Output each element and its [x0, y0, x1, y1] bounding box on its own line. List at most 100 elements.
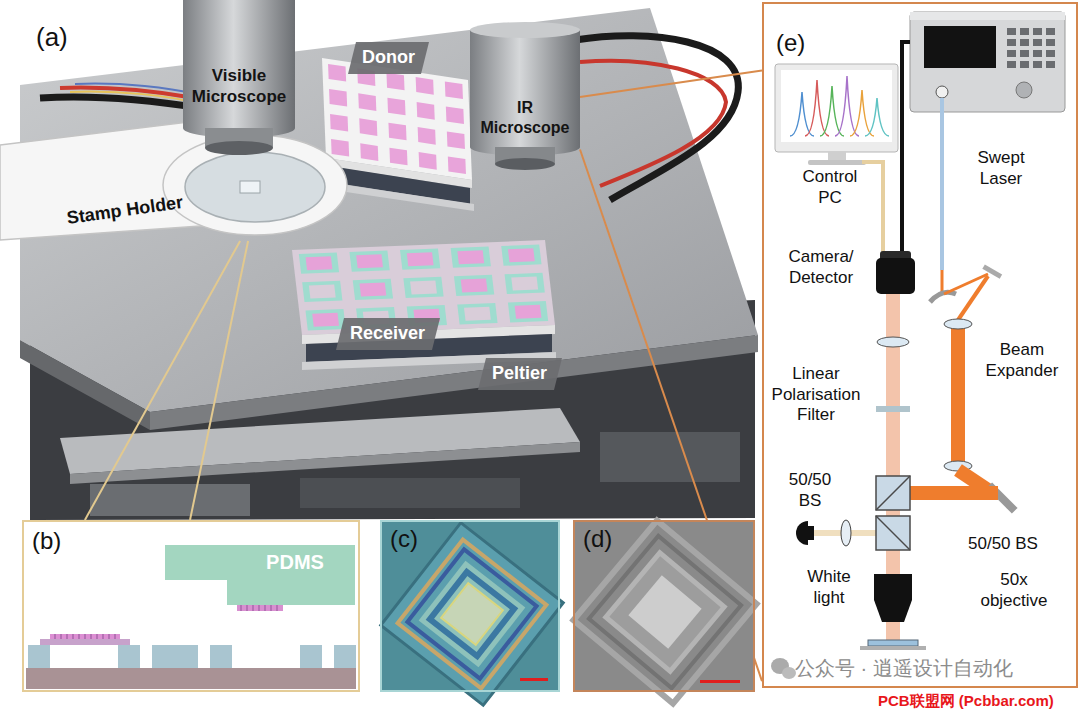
donor-chip — [328, 64, 346, 82]
figure-panel-shape — [114, 634, 116, 639]
figure-panel-shape — [930, 292, 956, 302]
figure-panel-shape — [334, 645, 356, 668]
figure-panel-shape — [808, 160, 866, 165]
receiver-chip — [454, 275, 494, 296]
stage-base — [300, 478, 520, 508]
donor-chip — [416, 77, 434, 95]
receiver-chip — [457, 303, 497, 324]
figure-panel-shape — [902, 42, 910, 254]
figure-panel-shape — [1033, 39, 1042, 46]
donor-chip — [419, 152, 437, 170]
figure-panel-shape — [118, 645, 140, 668]
tag-text: Peltier — [478, 358, 561, 390]
figure-panel-shape — [152, 645, 198, 668]
donor-chip — [446, 106, 464, 124]
donor-chip — [360, 143, 378, 161]
label-tag-shape — [336, 318, 440, 350]
figure-panel-shape — [210, 645, 232, 668]
stamp-holder-shape — [163, 135, 347, 235]
receiver-chip — [292, 240, 556, 370]
donor-chip — [387, 98, 405, 116]
panel-label: (a) — [36, 22, 68, 54]
figure-panel-shape — [419, 561, 526, 668]
text-slot: Camera/ Detector — [774, 247, 868, 288]
node-text: (e) — [776, 28, 826, 57]
figure-panel-shape — [835, 76, 859, 136]
cable — [70, 92, 196, 103]
receiver-chip — [451, 247, 491, 268]
node-text: Swept Laser — [960, 148, 1042, 189]
node-text: Visible Microscope — [183, 66, 295, 107]
donor-chip — [329, 89, 347, 107]
text-slot: (e) — [776, 28, 826, 57]
microscope-objective-shape — [470, 22, 580, 172]
figure-panel-shape — [102, 634, 104, 639]
label-tag-shape — [348, 42, 429, 74]
figure-panel-shape — [782, 667, 796, 679]
figure-panel: (c) — [380, 520, 560, 692]
figure-panel-shape — [1007, 50, 1016, 57]
figure-panel-shape — [775, 64, 898, 152]
text-slot: White light — [794, 567, 864, 608]
figure-panel-shape — [850, 90, 874, 136]
donor-chip — [330, 114, 348, 132]
stage-base — [600, 432, 740, 482]
text-slot: (b) — [32, 526, 76, 555]
figure-panel-shape — [628, 575, 701, 648]
figure-panel-shape — [876, 516, 910, 550]
figure-panel-shape — [381, 523, 563, 705]
figure-panel-shape — [1046, 39, 1055, 46]
figure-panel-shape — [1033, 28, 1042, 35]
node-text: PDMS — [235, 550, 355, 574]
figure-panel-shape — [441, 583, 503, 645]
stamp-holder-shape — [185, 152, 325, 222]
figure-panel-shape — [237, 605, 283, 611]
figure-panel-shape — [1046, 28, 1055, 35]
donor-chip — [358, 93, 376, 111]
label-slot: (a) — [36, 22, 68, 54]
receiver-chip — [410, 280, 437, 294]
microscope-objective-shape — [205, 141, 273, 155]
text-slot: Linear Polarisation Filter — [766, 364, 866, 426]
figure-panel-shape — [573, 520, 756, 703]
watermark: PCB联盟网 (Pcbbar.com) — [878, 692, 1054, 710]
stamp-holder-shape — [0, 95, 350, 241]
text-slot: 50x objective — [968, 570, 1060, 611]
figure-panel: (e)Control PCSwept LaserCamera/ Detector… — [762, 2, 1078, 688]
figure-panel-shape — [1007, 61, 1016, 68]
figure-panel-shape — [944, 319, 972, 329]
figure-panel-shape — [874, 574, 912, 622]
label-tag: Peltier — [478, 358, 562, 390]
receiver-chip — [312, 313, 339, 327]
figure-panel-shape — [763, 3, 1077, 687]
text-slot: Stamp Holder — [30, 200, 220, 222]
microscope-objective-shape — [183, 0, 295, 128]
microscope-objective-shape — [470, 22, 580, 38]
figure-panel-shape — [876, 476, 910, 510]
receiver-chip — [461, 278, 488, 292]
tag-text: Donor — [348, 42, 429, 74]
node-text: (c) — [390, 524, 434, 553]
cable — [75, 84, 196, 94]
node-text: Linear Polarisation Filter — [766, 364, 866, 426]
figure-panel-shape — [1033, 50, 1042, 57]
label-tag: Receiver — [336, 318, 440, 350]
figure-panel-shape — [276, 605, 278, 611]
stage-plate — [20, 8, 758, 430]
donor-chip — [417, 102, 435, 120]
figure-panel-shape — [940, 98, 944, 270]
figure-panel-shape — [407, 549, 536, 678]
figure-panel-shape — [84, 634, 86, 639]
figure-panel-shape — [876, 406, 910, 412]
leader-line — [190, 241, 248, 520]
figure-panel-shape — [270, 605, 272, 611]
figure-panel-shape — [876, 516, 910, 550]
label-tag-shape — [478, 358, 562, 390]
pdms-stamp: PDMS — [165, 545, 355, 605]
receiver-chip — [356, 254, 383, 268]
text-slot: (c) — [390, 524, 434, 553]
figure-panel-shape — [520, 678, 548, 681]
figure-panel-shape — [1020, 28, 1029, 35]
text-slot: PDMS — [235, 550, 355, 574]
figure-panel-shape — [860, 646, 926, 650]
